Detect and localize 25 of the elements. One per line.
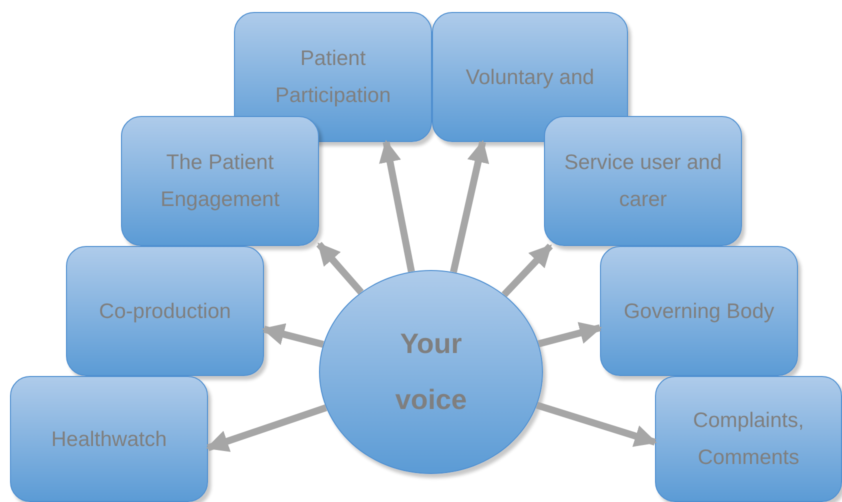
topic-box xyxy=(600,246,798,376)
topic-label: Service user and carer xyxy=(563,150,723,213)
topic-box xyxy=(432,12,628,142)
arrow xyxy=(450,140,490,273)
arrow xyxy=(379,140,415,272)
topic-label: Healthwatch xyxy=(51,426,167,452)
arrow xyxy=(536,402,658,447)
topic-label: The Patient Engagement xyxy=(159,150,281,213)
center-label: Your voice xyxy=(394,327,468,417)
arrow xyxy=(538,322,602,348)
topic-label: Co-production xyxy=(99,298,231,324)
topic-label: Complaints, Comments xyxy=(692,408,805,471)
arrow xyxy=(206,404,328,452)
topic-box xyxy=(66,246,264,376)
topic-label: Voluntary and xyxy=(466,64,594,90)
arrow xyxy=(502,244,553,298)
topic-box xyxy=(655,376,842,502)
topic-box xyxy=(234,12,432,142)
topic-box xyxy=(121,116,319,246)
topic-label: Governing Body xyxy=(624,298,774,324)
topic-label: Patient Participation xyxy=(274,46,392,109)
topic-box xyxy=(544,116,742,246)
arrow xyxy=(316,242,364,295)
arrow xyxy=(262,323,324,348)
topic-box xyxy=(10,376,208,502)
